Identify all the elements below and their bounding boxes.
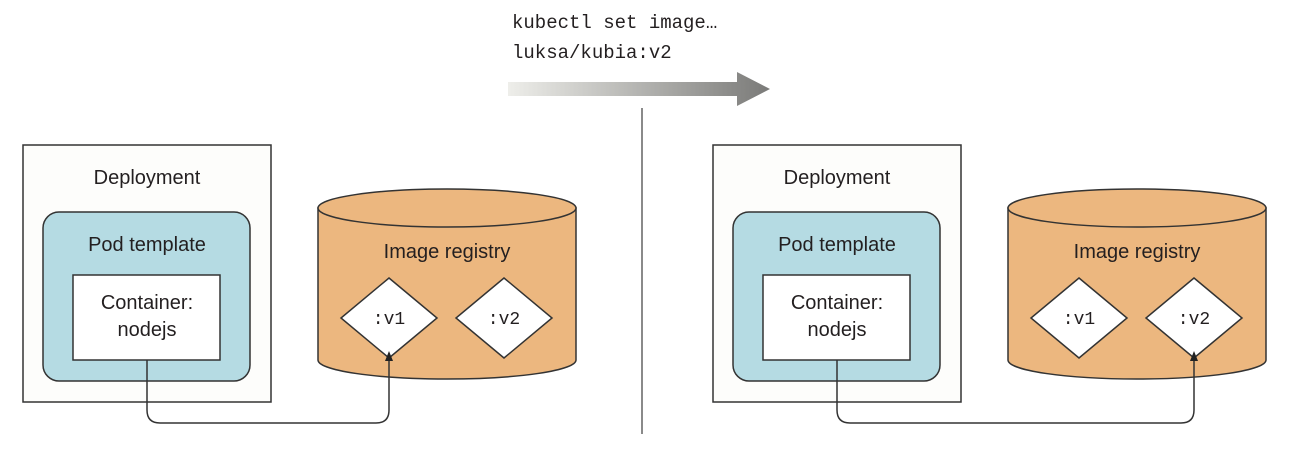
transition-arrow bbox=[508, 72, 770, 106]
container-label-line2: nodejs bbox=[808, 319, 867, 341]
image-reference-connector bbox=[146, 351, 393, 424]
panel-before: Deployment Pod template Container: nodej… bbox=[22, 144, 577, 424]
image-registry-label: Image registry bbox=[384, 241, 511, 263]
image-tag-v2[interactable]: :v2 bbox=[454, 277, 554, 359]
image-tag-label: :v1 bbox=[373, 310, 405, 330]
command-line-1: kubectl set image… bbox=[512, 12, 717, 34]
deployment-label: Deployment bbox=[784, 167, 891, 189]
image-reference-connector bbox=[836, 351, 1198, 424]
container-box[interactable]: Container: nodejs bbox=[72, 274, 221, 361]
command-annotation: kubectl set image… luksa/kubia:v2 bbox=[512, 12, 717, 64]
command-line-2: luksa/kubia:v2 bbox=[512, 42, 672, 64]
image-tag-label: :v2 bbox=[1178, 310, 1210, 330]
container-label-line1: Container: bbox=[101, 292, 193, 314]
image-tag-label: :v1 bbox=[1063, 310, 1095, 330]
pod-template-label: Pod template bbox=[778, 234, 896, 256]
container-label-line2: nodejs bbox=[118, 319, 177, 341]
pod-template-label: Pod template bbox=[88, 234, 206, 256]
container-label-line1: Container: bbox=[791, 292, 883, 314]
image-tag-label: :v2 bbox=[488, 310, 520, 330]
container-box[interactable]: Container: nodejs bbox=[762, 274, 911, 361]
image-tag-v2[interactable]: :v2 bbox=[1144, 277, 1244, 359]
panel-after: Deployment Pod template Container: nodej… bbox=[712, 144, 1267, 424]
image-registry-label: Image registry bbox=[1074, 241, 1201, 263]
image-tag-v1[interactable]: :v1 bbox=[1029, 277, 1129, 359]
image-registry-cylinder[interactable]: Image registry bbox=[317, 188, 577, 380]
image-registry-cylinder[interactable]: Image registry bbox=[1007, 188, 1267, 380]
deployment-label: Deployment bbox=[94, 167, 201, 189]
